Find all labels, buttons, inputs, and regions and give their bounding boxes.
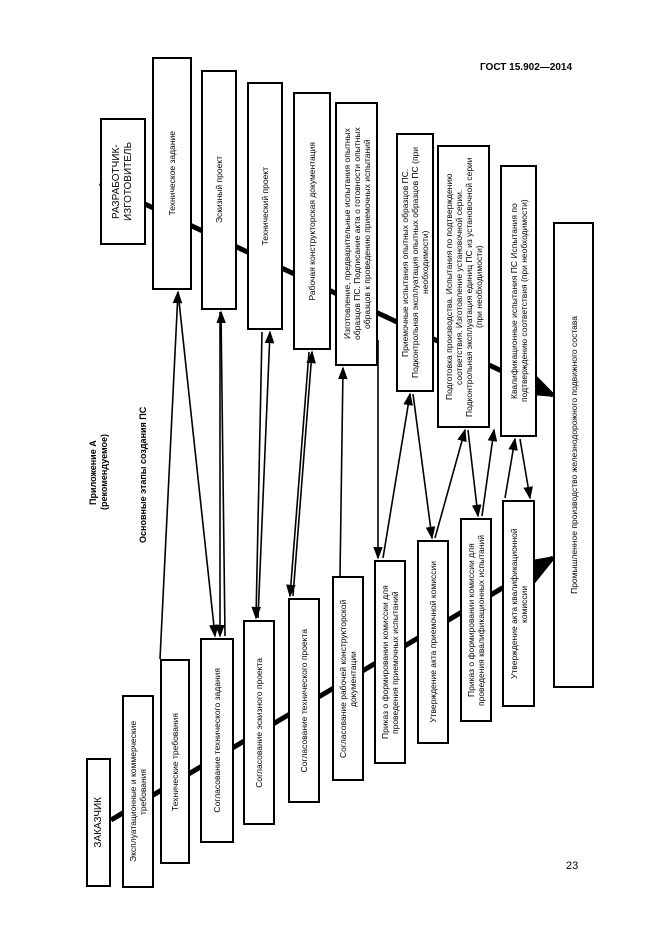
diagram-title: Основные этапы создания ПС xyxy=(138,406,148,544)
cust-stage-1: Эксплуатационные и коммерческие требован… xyxy=(122,695,154,888)
cust-stage-5: Согласование технического проекта xyxy=(288,598,320,803)
stage-text: Изготовление, предварительные испытания … xyxy=(341,127,372,341)
cust-stage-4: Согласование эскизного проекта xyxy=(243,620,275,825)
cust-stage-8: Утверждение акта приемочной комиссии xyxy=(417,540,449,744)
stage-text: Согласование технического проекта xyxy=(299,628,309,773)
stage-text: Утверждение акта приемочной комиссии xyxy=(428,561,438,723)
stage-text: Техническое задание xyxy=(167,131,177,216)
cust-stage-3: Согласование технического задания xyxy=(200,638,234,843)
stage-text: Утверждение акта квалификационной комисс… xyxy=(508,528,529,679)
stage-text: Промышленное производство железнодорожно… xyxy=(568,316,579,594)
stage-text: Технический проект xyxy=(260,166,270,246)
stage-text: Квалификационные испытания ПС Испытания … xyxy=(508,199,529,403)
cust-stage-10: Утверждение акта квалификационной комисс… xyxy=(502,500,535,707)
dev-stage-5: Изготовление, предварительные испытания … xyxy=(335,102,378,366)
stage-text: Технические требования xyxy=(170,712,180,811)
dev-stage-8: Квалификационные испытания ПС Испытания … xyxy=(500,165,537,437)
appendix-heading: Приложение А(рекомендуемое) xyxy=(88,430,110,515)
stage-text: Согласование технического задания xyxy=(212,668,222,813)
stage-text: Согласование рабочей конструкторской док… xyxy=(338,599,358,758)
stage-text: Приказ о формировании комиссии для прове… xyxy=(380,585,400,739)
stage-text: Эскизный проект xyxy=(214,156,224,224)
stage-text: Приемочные испытания опытных образцов ПС… xyxy=(400,146,430,379)
dev-stage-4: Рабочая конструкторская документация xyxy=(293,92,331,350)
appendix-subtitle: (рекомендуемое) xyxy=(99,434,109,511)
stage-text: Эксплуатационные и коммерческие требован… xyxy=(128,720,148,863)
appendix-title: Приложение А xyxy=(88,440,98,505)
stage-text: Приказ о формировании комиссии для прове… xyxy=(466,534,486,706)
developer-box: РАЗРАБОТЧИК-ИЗГОТОВИТЕЛЬ xyxy=(100,118,146,245)
dev-stage-1: Техническое задание xyxy=(152,57,192,290)
customer-box: ЗАКАЗЧИК xyxy=(86,758,111,887)
cust-stage-2: Технические требования xyxy=(160,659,190,864)
dev-stage-7: Подготовка производства. Испытания по по… xyxy=(437,145,490,428)
stage-text: Подготовка производства. Испытания по по… xyxy=(443,156,484,417)
stage-text: Согласование эскизного проекта xyxy=(254,657,264,788)
dev-stage-3: Технический проект xyxy=(247,82,283,330)
cust-stage-7: Приказ о формировании комиссии для прове… xyxy=(374,560,406,764)
stage-text: Рабочая конструкторская документация xyxy=(307,141,317,301)
customer-label: ЗАКАЗЧИК xyxy=(92,797,104,848)
cust-stage-9: Приказ о формировании комиссии для прове… xyxy=(460,518,492,722)
page-number: 23 xyxy=(566,860,579,872)
cust-stage-6: Согласование рабочей конструкторской док… xyxy=(332,576,364,781)
dev-stage-2: Эскизный проект xyxy=(201,70,237,310)
dev-stage-9: Промышленное производство железнодорожно… xyxy=(553,222,594,688)
dev-stage-6: Приемочные испытания опытных образцов ПС… xyxy=(396,133,434,392)
standard-header: ГОСТ 15.902—2014 xyxy=(480,62,573,73)
developer-label: РАЗРАБОТЧИК-ИЗГОТОВИТЕЛЬ xyxy=(111,141,134,222)
